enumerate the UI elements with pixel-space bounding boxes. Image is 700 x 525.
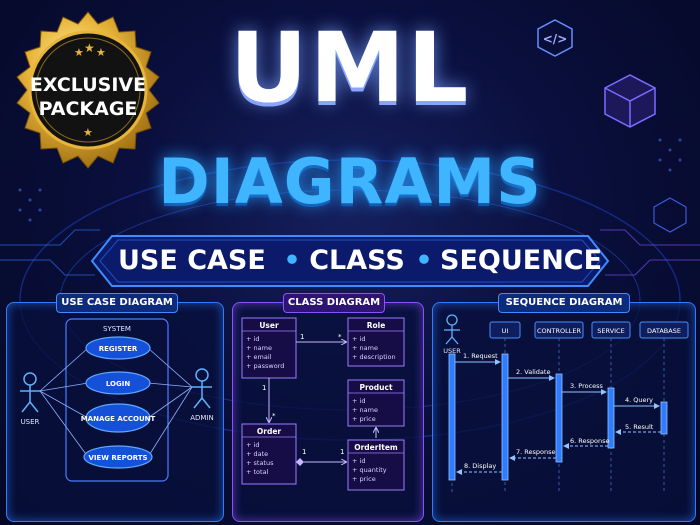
class-role-box (347, 317, 405, 367)
use-case-login (85, 371, 151, 395)
banner-separator-1: • (283, 245, 301, 276)
svg-text:+ price: + price (352, 475, 376, 483)
admin-actor-icon (192, 368, 212, 409)
svg-text:6. Response: 6. Response (570, 437, 610, 445)
svg-text:MANAGE ACCOUNT: MANAGE ACCOUNT (81, 415, 156, 423)
svg-text:SERVICE: SERVICE (597, 327, 624, 335)
banner-separator-2: • (415, 245, 433, 276)
svg-text:★: ★ (84, 41, 95, 55)
title-uml: UML (229, 12, 471, 124)
svg-text:4. Query: 4. Query (625, 396, 653, 404)
sequence-user-icon (444, 314, 460, 345)
svg-text:7. Response: 7. Response (516, 448, 556, 456)
svg-text:Role: Role (367, 321, 386, 330)
svg-text:+ total: + total (246, 468, 269, 476)
svg-text:1: 1 (300, 333, 304, 341)
use-case-view-reports (83, 445, 153, 469)
svg-text:+ description: + description (352, 353, 396, 361)
svg-text:+ id: + id (246, 335, 259, 343)
class-diagram: User Role Product Order OrderItem + id +… (241, 317, 405, 491)
title-diagrams: DIAGRAMS (158, 145, 542, 218)
banner-use-case: USE CASE (118, 245, 266, 276)
svg-text:★: ★ (96, 46, 106, 59)
user-actor-icon (20, 372, 40, 413)
svg-text:LOGIN: LOGIN (106, 380, 131, 388)
svg-text:Order: Order (257, 427, 282, 436)
exclusive-badge: ★ ★ ★ ★ (16, 11, 160, 169)
svg-text:★: ★ (74, 46, 84, 59)
svg-text:+ quantity: + quantity (352, 466, 387, 474)
use-case-diagram: SYSTEM USER ADMIN (20, 318, 214, 482)
cube-icon (604, 74, 656, 128)
svg-text:USER: USER (443, 347, 461, 355)
svg-text:+ id: + id (352, 457, 365, 465)
subtitle-banner (90, 235, 610, 287)
use-case-register (85, 336, 151, 360)
svg-text:+ price: + price (352, 415, 376, 423)
svg-text:1: 1 (262, 384, 266, 392)
class-panel-label: CLASS DIAGRAM (283, 293, 385, 313)
class-user-box (241, 317, 297, 379)
svg-text:3. Process: 3. Process (570, 382, 604, 390)
svg-text:UI: UI (502, 327, 509, 335)
hexagon-icon (653, 197, 687, 233)
svg-text:1: 1 (302, 448, 306, 456)
system-label: SYSTEM (103, 325, 131, 333)
sequence-panel (432, 302, 696, 522)
actor-user-label: USER (21, 418, 40, 426)
svg-text:1: 1 (340, 448, 344, 456)
svg-text:+ id: + id (246, 441, 259, 449)
svg-text:+ email: + email (246, 353, 272, 361)
svg-text:1. Request: 1. Request (463, 352, 498, 360)
class-orderitem-box (347, 439, 405, 491)
svg-text:VIEW REPORTS: VIEW REPORTS (88, 454, 147, 462)
use-case-panel-label: USE CASE DIAGRAM (56, 293, 178, 313)
svg-text:8. Display: 8. Display (464, 462, 496, 470)
svg-text:★: ★ (83, 126, 93, 139)
actor-admin-label: ADMIN (190, 414, 214, 422)
banner-class: CLASS (309, 245, 405, 276)
svg-text:OrderItem: OrderItem (354, 443, 398, 452)
svg-text:+ id: + id (352, 335, 365, 343)
composition-diamond (296, 458, 304, 466)
svg-text:+ name: + name (246, 344, 272, 352)
svg-text:DATABASE: DATABASE (647, 327, 681, 335)
svg-text:*: * (272, 412, 276, 420)
code-icon: </> (537, 19, 573, 57)
svg-text:2. Validate: 2. Validate (516, 368, 550, 376)
svg-text:User: User (259, 321, 279, 330)
svg-text:*: * (338, 333, 342, 341)
svg-text:</>: </> (543, 32, 568, 46)
sequence-panel-label: SEQUENCE DIAGRAM (498, 293, 630, 313)
svg-text:+ id: + id (352, 397, 365, 405)
class-product-box (347, 379, 405, 427)
banner-sequence: SEQUENCE (440, 245, 603, 276)
svg-text:CONTROLLER: CONTROLLER (537, 327, 581, 335)
badge-line1: EXCLUSIVE (29, 74, 147, 96)
svg-text:REGISTER: REGISTER (99, 345, 138, 353)
svg-text:5. Result: 5. Result (625, 423, 654, 431)
sequence-diagram: USER UI CONTROLLER SERVICE DATABASE (443, 314, 689, 492)
use-case-manage-account (85, 403, 151, 433)
svg-text:+ name: + name (352, 406, 378, 414)
svg-text:+ name: + name (352, 344, 378, 352)
svg-text:Product: Product (359, 383, 393, 392)
class-order-box (241, 423, 297, 485)
badge-line2: PACKAGE (38, 98, 138, 120)
svg-text:+ password: + password (246, 362, 284, 370)
svg-text:+ status: + status (246, 459, 274, 467)
svg-text:+ date: + date (246, 450, 268, 458)
